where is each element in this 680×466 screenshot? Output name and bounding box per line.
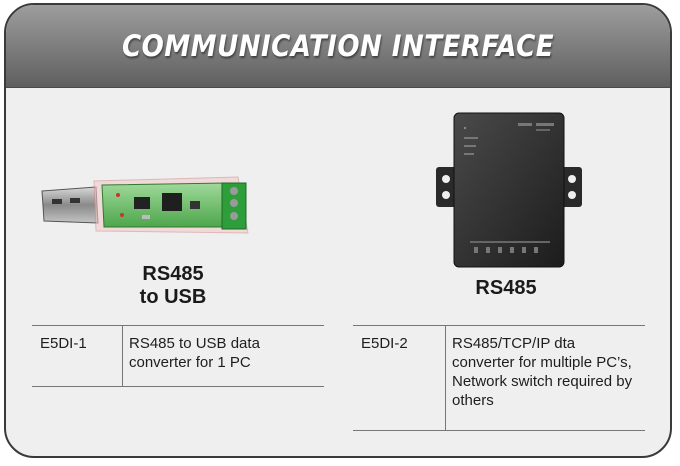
product-name-usb: RS485 to USB xyxy=(93,263,253,309)
product-code: E5DI-2 xyxy=(353,325,446,431)
spec-table-network: E5DI-2 RS485/TCP/IP dta converter for mu… xyxy=(353,325,645,431)
product-name-network: RS485 xyxy=(431,277,581,300)
network-converter-box-icon xyxy=(436,112,582,268)
page-title: COMMUNICATION INTERFACE xyxy=(121,29,554,63)
usb-rs485-converter-icon xyxy=(41,176,249,234)
table-row: E5DI-1 RS485 to USB data converter for 1… xyxy=(32,325,324,387)
product-name-line1: RS485 xyxy=(475,277,537,299)
product-name-line2: to USB xyxy=(139,286,207,308)
interface-card: COMMUNICATION INTERFACE xyxy=(4,3,672,458)
spec-table-usb: E5DI-1 RS485 to USB data converter for 1… xyxy=(32,325,324,387)
product-name-line1: RS485 xyxy=(142,263,204,285)
header-banner: COMMUNICATION INTERFACE xyxy=(6,5,670,88)
table-row: E5DI-2 RS485/TCP/IP dta converter for mu… xyxy=(353,325,645,431)
product-description: RS485 to USB data converter for 1 PC xyxy=(129,335,260,371)
product-code: E5DI-1 xyxy=(32,325,123,387)
product-description: RS485/TCP/IP dta converter for multiple … xyxy=(452,335,633,409)
